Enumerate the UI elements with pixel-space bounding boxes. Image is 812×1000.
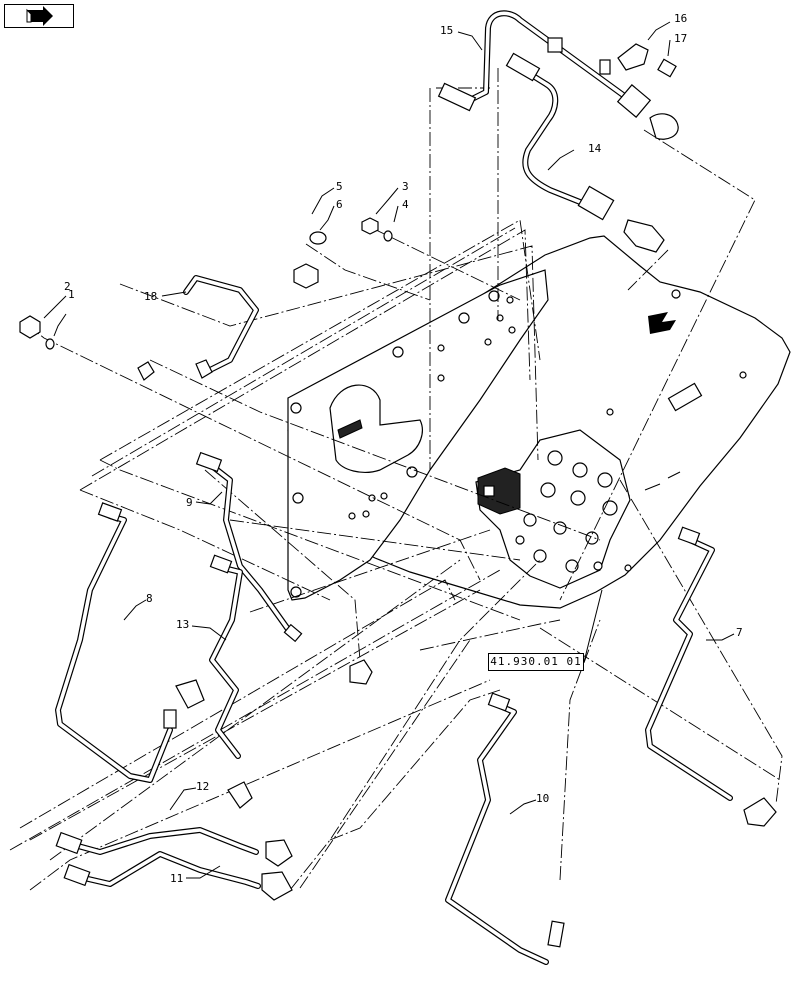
callout-11: 11 bbox=[170, 872, 183, 885]
return-arrow-icon bbox=[26, 6, 53, 26]
tube-18 bbox=[137, 275, 259, 381]
callout-12: 12 bbox=[196, 780, 209, 793]
tube-11 bbox=[63, 851, 293, 901]
tube-7 bbox=[645, 526, 777, 827]
callout-4: 4 bbox=[402, 198, 409, 211]
valve-block bbox=[475, 429, 631, 589]
callout-3: 3 bbox=[402, 180, 409, 193]
callout-2: 2 bbox=[64, 280, 71, 293]
callout-15: 15 bbox=[440, 24, 453, 37]
callout-16: 16 bbox=[674, 12, 687, 25]
tube-13 bbox=[209, 554, 253, 809]
front-plate bbox=[287, 269, 549, 601]
callout-8: 8 bbox=[146, 592, 153, 605]
fittings-16-17 bbox=[617, 43, 679, 140]
callout-5: 5 bbox=[336, 180, 343, 193]
callout-13: 13 bbox=[176, 618, 189, 631]
return-button[interactable] bbox=[4, 4, 74, 28]
tube-12 bbox=[55, 827, 293, 867]
tube-15 bbox=[437, 10, 652, 118]
reference-link[interactable]: 41.930.01 01 bbox=[488, 653, 584, 671]
assembly-lines bbox=[9, 68, 783, 891]
callout-6: 6 bbox=[336, 198, 343, 211]
tube-8 bbox=[55, 502, 205, 783]
mounting-plate bbox=[287, 235, 791, 609]
small-fittings bbox=[19, 217, 393, 350]
callout-1: 1 bbox=[68, 288, 75, 301]
callout-9: 9 bbox=[186, 496, 193, 509]
callout-18: 18 bbox=[144, 290, 157, 303]
callout-7: 7 bbox=[736, 626, 743, 639]
callout-10: 10 bbox=[536, 792, 549, 805]
tube-10 bbox=[445, 692, 565, 965]
tube-14 bbox=[505, 52, 665, 253]
callout-17: 17 bbox=[674, 32, 687, 45]
callout-labels: 1 2 3 4 5 6 7 8 9 10 11 12 13 14 15 16 1… bbox=[64, 12, 743, 885]
tube-9 bbox=[195, 451, 373, 685]
callout-14: 14 bbox=[588, 142, 602, 155]
leader-lines bbox=[43, 21, 735, 879]
